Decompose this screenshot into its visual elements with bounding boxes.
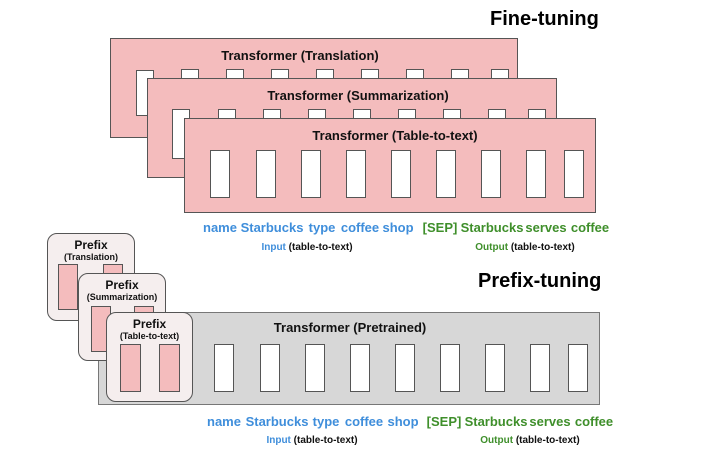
transformer-pretrained-label: Transformer (Pretrained) bbox=[273, 320, 427, 335]
token-slot bbox=[564, 150, 584, 198]
input-caption-rest: (table-to-text) bbox=[290, 435, 358, 446]
input-token: shop bbox=[387, 414, 419, 429]
token-slot bbox=[440, 344, 460, 392]
input-caption-keyword: Input bbox=[266, 435, 291, 446]
output-caption: Output (table-to-text) bbox=[480, 435, 579, 446]
input-caption-keyword: Input bbox=[261, 242, 286, 253]
prefix-card-task: (Summarization) bbox=[86, 292, 158, 302]
token-slot bbox=[391, 150, 411, 198]
prefix-card-table-to-text: Prefix (Table-to-text) bbox=[106, 312, 193, 402]
token-slot bbox=[210, 150, 230, 198]
prefix-card-task: (Table-to-text) bbox=[119, 331, 180, 341]
output-token: Starbucks bbox=[460, 220, 524, 235]
prefix-slot bbox=[58, 264, 78, 310]
token-slot bbox=[530, 344, 550, 392]
output-token: serves bbox=[529, 414, 571, 429]
token-slot bbox=[350, 344, 370, 392]
input-token: name bbox=[203, 220, 237, 235]
output-caption: Output (table-to-text) bbox=[475, 242, 574, 253]
output-token: coffee bbox=[570, 220, 610, 235]
token-slot bbox=[346, 150, 366, 198]
prefix-card-title: Prefix bbox=[74, 238, 108, 252]
token-slot bbox=[301, 150, 321, 198]
token-slot bbox=[256, 150, 276, 198]
prefix-slot bbox=[159, 344, 180, 392]
transformer-table-to-text-label: Transformer (Table-to-text) bbox=[312, 128, 478, 143]
output-token: serves bbox=[525, 220, 567, 235]
prefix-card-title: Prefix bbox=[105, 278, 139, 292]
token-slot bbox=[260, 344, 280, 392]
input-token: coffee bbox=[340, 220, 380, 235]
token-slot bbox=[214, 344, 234, 392]
transformer-table-to-text-box bbox=[184, 118, 596, 213]
output-token: [SEP] bbox=[426, 414, 462, 429]
input-token: shop bbox=[382, 220, 414, 235]
output-token: coffee bbox=[574, 414, 614, 429]
output-caption-rest: (table-to-text) bbox=[508, 242, 575, 253]
token-slot bbox=[568, 344, 588, 392]
input-token: type bbox=[312, 414, 340, 429]
input-caption: Input (table-to-text) bbox=[261, 242, 352, 253]
token-slot bbox=[395, 344, 415, 392]
prefixtuning-title: Prefix-tuning bbox=[478, 270, 602, 292]
input-caption-rest: (table-to-text) bbox=[285, 242, 353, 253]
prefix-slot bbox=[120, 344, 141, 392]
input-token: name bbox=[207, 414, 241, 429]
token-slot bbox=[485, 344, 505, 392]
input-token: Starbucks bbox=[240, 220, 304, 235]
token-slot bbox=[526, 150, 546, 198]
transformer-translation-label: Transformer (Translation) bbox=[221, 48, 379, 63]
input-token: type bbox=[308, 220, 336, 235]
output-token: [SEP] bbox=[422, 220, 458, 235]
input-token: coffee bbox=[344, 414, 384, 429]
output-token: Starbucks bbox=[464, 414, 528, 429]
transformer-summarization-label: Transformer (Summarization) bbox=[267, 88, 449, 103]
output-caption-rest: (table-to-text) bbox=[513, 435, 580, 446]
output-caption-keyword: Output bbox=[480, 435, 514, 446]
token-slot bbox=[481, 150, 501, 198]
input-token: Starbucks bbox=[245, 414, 309, 429]
prefix-card-task: (Translation) bbox=[63, 252, 118, 262]
finetuning-title: Fine-tuning bbox=[490, 8, 599, 30]
prefix-card-title: Prefix bbox=[132, 317, 167, 331]
token-slot bbox=[305, 344, 325, 392]
token-slot bbox=[436, 150, 456, 198]
output-caption-keyword: Output bbox=[475, 242, 509, 253]
input-caption: Input (table-to-text) bbox=[266, 435, 357, 446]
